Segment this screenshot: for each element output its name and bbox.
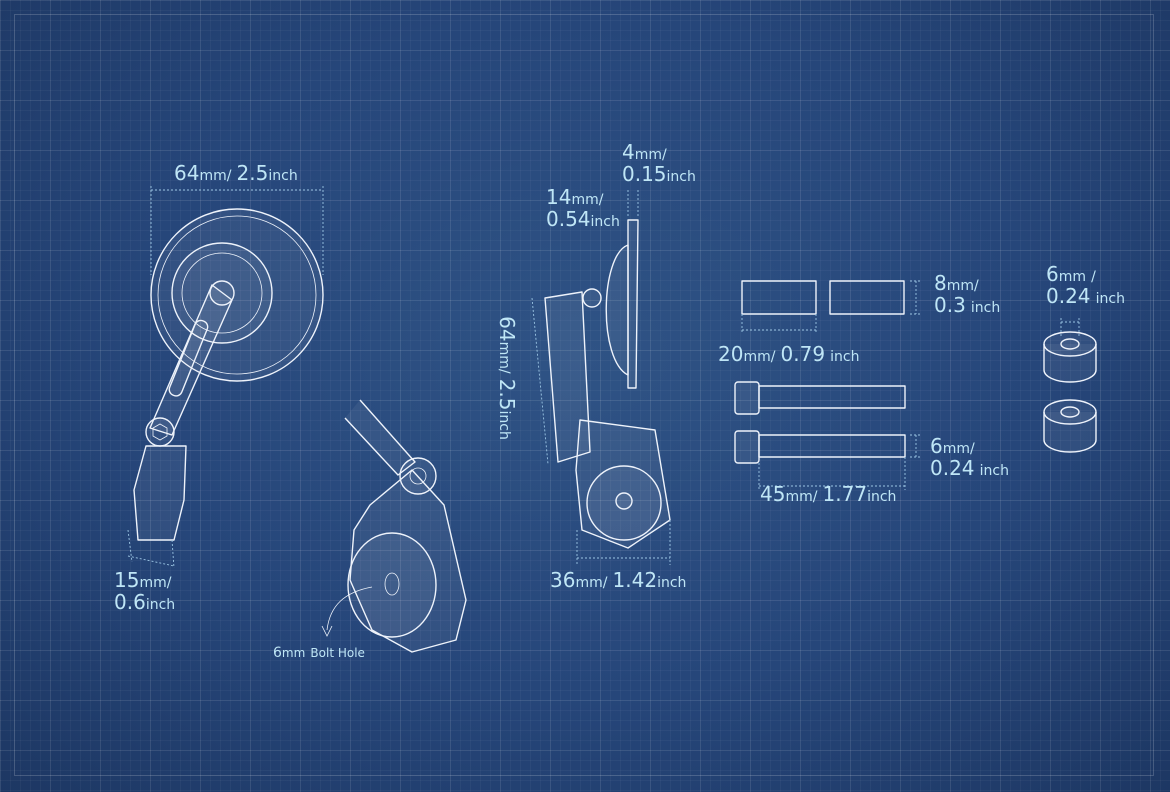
clamp-block xyxy=(133,445,187,541)
mirror-hub-inner xyxy=(181,252,263,334)
spacer xyxy=(1043,399,1097,453)
bolt-diameter-label: 6mm/ 0.24 inch xyxy=(930,434,1009,480)
spacer-diameter-label: 6mm / 0.24 inch xyxy=(1046,262,1125,308)
set-screw xyxy=(829,280,905,315)
mirror-thickness-label: 4mm/ 0.15inch xyxy=(622,140,696,186)
bolt-length-label: 45mm/ 1.77inch xyxy=(760,482,897,506)
spacer-top xyxy=(1043,399,1097,425)
spacer-body xyxy=(1043,344,1097,383)
dim-line xyxy=(171,539,175,569)
side-clamp-ring xyxy=(586,465,662,541)
bolt-head xyxy=(734,381,760,415)
side-ball-joint xyxy=(582,288,602,308)
side-bolt-hole xyxy=(615,492,633,510)
arm-length-label: 64mm/ 2.5inch xyxy=(495,316,519,440)
hex-socket-icon xyxy=(152,423,168,441)
detail-clamp-body xyxy=(349,469,467,653)
mirror-arm xyxy=(149,284,233,436)
blueprint-border xyxy=(14,14,1154,776)
dim-line xyxy=(127,555,175,567)
clamp-width-label: 36mm/ 1.42inch xyxy=(550,568,687,592)
mirror-inner-ring xyxy=(157,215,317,375)
detail-clamp-face xyxy=(347,532,437,638)
side-clamp xyxy=(575,419,671,549)
arrow-head-icon xyxy=(321,625,333,637)
bolt-head xyxy=(734,430,760,464)
spacer xyxy=(1043,331,1097,383)
mirror-glass-side xyxy=(627,219,639,389)
set-screw-length-label: 20mm/ 0.79 inch xyxy=(718,342,860,366)
hardware-parts xyxy=(734,280,1097,490)
arm-slot xyxy=(168,319,209,397)
side-view-assembly xyxy=(531,190,671,565)
bolt-shaft xyxy=(758,434,906,458)
mirror-width-label: 64mm/ 2.5inch xyxy=(174,161,298,185)
mount-depth-label: 14mm/ 0.54inch xyxy=(546,185,620,231)
bolt-shaft xyxy=(758,385,906,409)
dim-line xyxy=(127,529,133,563)
detail-knob-inner xyxy=(409,467,427,485)
set-screw xyxy=(741,280,817,315)
arm-width-label: 15mm/ 0.6inch xyxy=(114,568,176,614)
callout-arrow xyxy=(326,586,373,631)
detail-arm xyxy=(344,399,416,476)
spacer-hole xyxy=(1060,338,1080,350)
front-view-mirror xyxy=(127,186,324,569)
spacer-hole xyxy=(1060,406,1080,418)
arm-pivot xyxy=(145,417,175,447)
dim-line xyxy=(531,297,549,465)
side-arm xyxy=(544,291,591,463)
clamp-detail xyxy=(321,399,467,653)
bolt-hole-label: 6mm Bolt Hole xyxy=(273,645,365,661)
set-screw-diameter-label: 8mm/ 0.3 inch xyxy=(934,271,1001,317)
bolt-hole-marker xyxy=(384,572,400,596)
spacer-top xyxy=(1043,331,1097,357)
mirror-back-side xyxy=(605,244,629,376)
